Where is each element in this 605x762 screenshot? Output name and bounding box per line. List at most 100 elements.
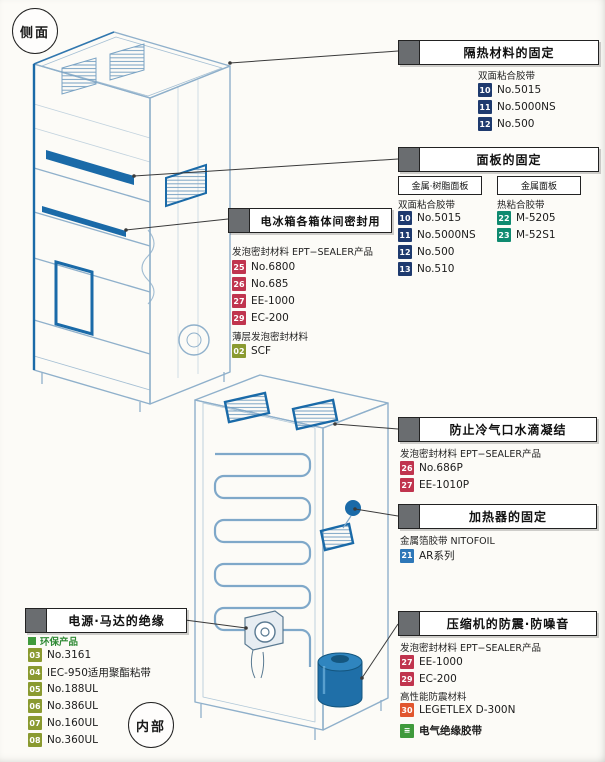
product-number-badge: 27: [232, 294, 246, 308]
product-item: 25 No.6800: [232, 260, 295, 274]
fridge-outline: [33, 31, 231, 412]
side-vent-grille: [165, 163, 207, 208]
product-item: 11 No.5000NS: [478, 100, 556, 114]
product-number-badge: 12: [398, 245, 412, 259]
fridge-internal-drawing: [194, 374, 389, 740]
callout-title: 面板的固定: [476, 153, 542, 167]
product-item: 02 SCF: [232, 344, 271, 358]
product-item: 30 LEGETLEX D-300N: [400, 703, 515, 717]
callout-title: 隔热材料的固定: [463, 46, 555, 60]
product-name: No.6800: [251, 261, 296, 273]
internal-view-badge: 内部: [128, 702, 174, 748]
product-name: No.500: [497, 118, 535, 130]
product-item: 04 IEC-950适用聚酯粘带: [28, 665, 151, 680]
product-item: 26 No.685: [232, 277, 288, 291]
product-name: SCF: [251, 345, 272, 357]
callout-power-header: 电源·马达的绝缘: [25, 608, 187, 633]
material-type-label: 金属箔胶带 NITOFOIL: [400, 536, 495, 547]
product-number-badge: 07: [28, 716, 42, 730]
callout-title: 防止冷气口水滴凝结: [449, 423, 567, 437]
product-number-badge: 11: [398, 228, 412, 242]
product-name: No.3161: [47, 649, 92, 661]
material-type-label: 发泡密封材料 EPT−SEALER产品: [400, 449, 541, 460]
product-number-badge: 13: [398, 262, 412, 276]
tape-type-label: 双面粘合胶带: [398, 200, 456, 211]
product-name: EE-1000: [251, 295, 295, 307]
condenser-unit: [178, 324, 210, 356]
product-number-badge: 11: [478, 100, 492, 114]
callout-compressor-header: 压缩机的防震·防噪音: [398, 611, 597, 636]
product-number-badge: 26: [232, 277, 246, 291]
product-name: No.188UL: [47, 683, 99, 695]
product-number-badge: 21: [400, 548, 414, 563]
product-number-badge: 22: [497, 211, 511, 225]
product-name: LEGETLEX D-300N: [419, 704, 516, 716]
fridge-side-drawing: [32, 31, 231, 412]
header-accent-block: [399, 41, 420, 64]
product-number-badge: 05: [28, 682, 42, 696]
product-name: No.360UL: [47, 734, 99, 746]
header-accent-block: [399, 148, 420, 171]
product-item: 13 No.510: [398, 262, 454, 276]
callout-heater-header: 加热器的固定: [398, 504, 597, 529]
product-name: No.510: [417, 263, 455, 275]
callout-condensation-header: 防止冷气口水滴凝结: [398, 417, 597, 442]
internal-view-label: 内部: [135, 719, 166, 735]
eco-icon: [28, 637, 36, 645]
heater-ball: [345, 500, 361, 516]
product-name: 电气绝缘胶带: [419, 725, 482, 737]
product-name: No.386UL: [47, 700, 99, 712]
header-accent-block: [26, 609, 47, 632]
callout-title: 压缩机的防震·防噪音: [446, 617, 570, 631]
product-name: No.5000NS: [417, 229, 476, 241]
pipe-loop: [141, 229, 155, 305]
eco-products-label: 环保产品: [28, 634, 78, 648]
product-item: 27 EE-1010P: [400, 478, 469, 492]
tape-type-label: 双面粘合胶带: [478, 71, 536, 82]
material-type-label: 薄层发泡密封材料: [232, 332, 309, 343]
callout-panel-header: 面板的固定: [398, 147, 599, 172]
eco-products-text: 环保产品: [40, 637, 79, 648]
product-item: 29 EC-200: [232, 311, 289, 325]
product-name: No.686P: [419, 462, 463, 474]
seal-strips: [42, 150, 134, 237]
product-number-badge: 23: [497, 228, 511, 242]
product-item: 29 EC-200: [400, 672, 457, 686]
product-item: 10 No.5015: [398, 211, 461, 225]
product-name: EC-200: [251, 312, 289, 324]
product-name: No.5015: [497, 84, 542, 96]
callout-title: 电冰箱各箱体间密封用: [260, 214, 381, 228]
cold-air-vent-right: [291, 398, 339, 431]
product-number-badge: 25: [232, 260, 246, 274]
product-number-badge: 02: [232, 344, 246, 358]
product-name: M-5205: [516, 212, 556, 224]
product-item: 12 No.500: [478, 117, 534, 131]
cold-air-vent-left: [223, 391, 271, 424]
product-item: 08 No.360UL: [28, 733, 98, 747]
product-item: 06 No.386UL: [28, 699, 98, 713]
side-view-badge: 侧面: [12, 8, 58, 54]
product-item: 27 EE-1000: [232, 294, 295, 308]
product-item: ≡ 电气绝缘胶带: [400, 723, 482, 738]
product-number-badge: 27: [400, 478, 414, 492]
product-name: No.160UL: [47, 717, 99, 729]
callout-insulation-header: 隔热材料的固定: [398, 40, 599, 65]
gasket-strip-lower: [42, 206, 126, 237]
product-number-badge: 08: [28, 733, 42, 747]
product-item: 05 No.188UL: [28, 682, 98, 696]
top-vent-grille-left: [61, 57, 97, 95]
product-item: 26 No.686P: [400, 461, 463, 475]
gasket-strip-upper: [46, 150, 134, 185]
callout-seal-header: 电冰箱各箱体间密封用: [228, 208, 392, 233]
material-type-label: 发泡密封材料 EPT−SEALER产品: [232, 247, 373, 258]
door-seal-frame: [54, 260, 94, 336]
product-item: 21 AR系列: [400, 548, 454, 563]
motor-unit: [244, 610, 284, 679]
material-type-label: 高性能防震材料: [400, 692, 467, 703]
vent-grilles: [61, 43, 145, 95]
product-item: 27 EE-1000: [400, 655, 463, 669]
product-number-badge: 27: [400, 655, 414, 669]
compressor-unit: [317, 652, 363, 708]
